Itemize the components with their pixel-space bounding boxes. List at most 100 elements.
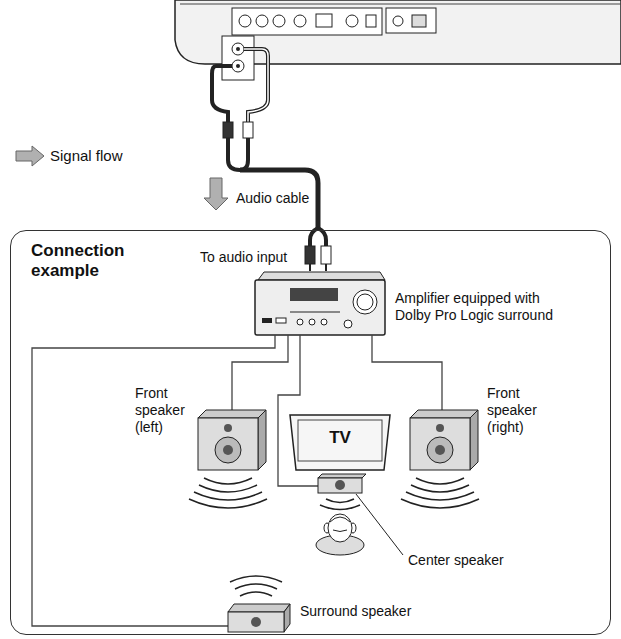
- tv-outline: [290, 415, 390, 470]
- front-speaker: [411, 485, 469, 492]
- front-speaker: [470, 410, 478, 470]
- dvd-player: [294, 15, 306, 27]
- amplifier: [290, 288, 338, 301]
- dvd-player: [412, 15, 426, 27]
- region-heading: Connection example: [31, 241, 151, 282]
- listener: [333, 530, 347, 532]
- callout-label: Audio cable: [236, 190, 309, 207]
- tv-label: TV: [289, 414, 391, 448]
- speaker-wire: [372, 335, 442, 410]
- front-speaker: [224, 424, 232, 432]
- surround-speaker: [284, 604, 290, 632]
- audio-cable: [244, 49, 268, 122]
- front-speaker: [416, 478, 464, 484]
- front-speaker: [435, 445, 445, 455]
- dvd-player: [232, 8, 382, 35]
- front-speaker: [401, 478, 479, 508]
- center-speaker: [318, 474, 366, 510]
- center-speaker: [335, 480, 345, 490]
- legend-arrow: [16, 146, 44, 166]
- dvd-player: [232, 43, 244, 55]
- surround-speaker: [230, 576, 282, 596]
- callout-label: Center speaker: [408, 552, 504, 569]
- center-speaker: [320, 505, 360, 510]
- front-speaker: [199, 485, 257, 492]
- amplifier: [357, 294, 373, 310]
- front-speaker: [401, 499, 479, 508]
- front-speaker: [406, 492, 474, 500]
- audio-cable: [244, 49, 268, 122]
- front-speaker: [436, 424, 444, 432]
- audio-cable: [223, 122, 233, 138]
- speaker-wire: [232, 335, 288, 410]
- dvd-player: [175, 0, 621, 80]
- center-speaker: [326, 499, 354, 503]
- callout-label: Front speaker (left): [135, 385, 195, 435]
- speaker-wire: [32, 335, 442, 626]
- surround-speaker: [228, 604, 290, 612]
- audio-cable: [309, 264, 311, 271]
- callout-label: To audio input: [200, 249, 287, 266]
- front-speaker: [427, 437, 453, 463]
- dvd-player: [222, 36, 254, 80]
- center-speaker: [318, 474, 366, 478]
- amplifier: [255, 272, 385, 335]
- audio-cable: [212, 49, 331, 271]
- dvd-player: [316, 14, 332, 27]
- dvd-player: [346, 15, 358, 27]
- callout-label: Front speaker (right): [487, 385, 549, 435]
- callout-label: Amplifier equipped with Dolby Pro Logic …: [395, 290, 573, 324]
- audio-cable: [228, 138, 240, 170]
- audio-cable: [243, 122, 253, 138]
- front-speaker: [198, 410, 266, 418]
- front-speaker: [215, 437, 241, 463]
- front-speaker: [401, 410, 479, 508]
- dvd-player: [386, 8, 436, 33]
- legend-text: Signal flow: [50, 147, 123, 165]
- dvd-player: [256, 15, 268, 27]
- dvd-player: [180, 4, 621, 5]
- listener: [328, 514, 352, 542]
- audio-cable: [305, 246, 315, 264]
- front-speaker: [198, 418, 258, 470]
- surround-speaker: [235, 584, 277, 589]
- listener: [330, 517, 350, 522]
- dvd-player: [232, 60, 244, 72]
- surround-speaker: [230, 576, 282, 582]
- dvd-player: [273, 15, 285, 27]
- dvd-player: [393, 16, 403, 26]
- amplifier: [255, 280, 385, 335]
- front-speaker: [204, 478, 252, 484]
- dvd-player: [366, 15, 376, 27]
- front-speaker: [410, 410, 478, 418]
- surround-speaker: [251, 617, 261, 627]
- amplifier: [309, 319, 315, 325]
- surround-speaker: [228, 612, 284, 632]
- dvd-player: [239, 15, 251, 27]
- amplifier: [297, 319, 303, 325]
- front-speaker: [189, 478, 267, 508]
- tv-box: TV: [289, 414, 391, 471]
- signal-arrow: [204, 178, 228, 210]
- amplifier: [276, 318, 286, 323]
- legend-arrow: [16, 146, 44, 166]
- front-speaker: [410, 418, 470, 470]
- speaker-wire: [32, 335, 275, 626]
- audio-cable: [240, 138, 248, 170]
- center-speaker: [320, 499, 360, 510]
- amplifier: [258, 272, 385, 280]
- listener: [316, 514, 364, 555]
- dvd-player: [236, 47, 240, 51]
- front-speaker: [189, 410, 267, 508]
- audio-cable: [325, 264, 327, 271]
- amplifier: [321, 319, 327, 325]
- amplifier: [262, 318, 272, 323]
- front-speaker: [258, 410, 266, 470]
- amplifier: [290, 312, 340, 313]
- surround-speaker: [228, 576, 290, 632]
- surround-speaker: [240, 592, 272, 596]
- audio-cable: [212, 66, 232, 122]
- center-speaker: [318, 478, 362, 493]
- amplifier: [353, 290, 377, 314]
- front-speaker: [223, 445, 233, 455]
